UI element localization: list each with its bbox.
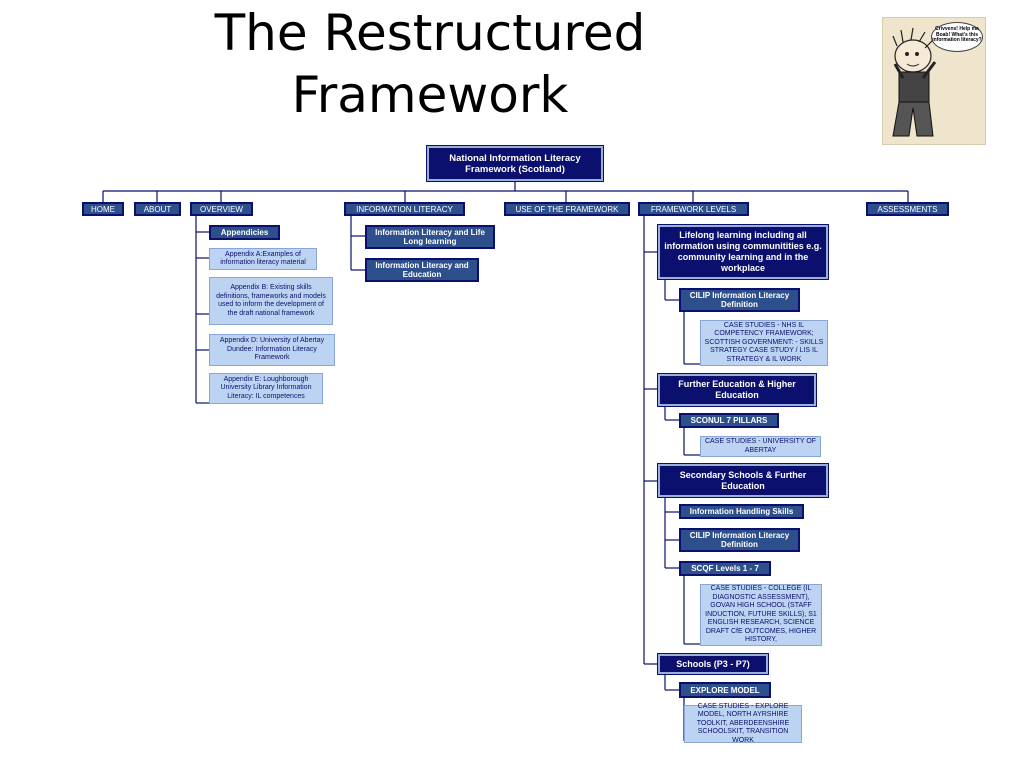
appendix-e-node[interactable]: Appendix E: Loughborough University Libr…	[209, 373, 323, 404]
slide-title: The Restructured Framework	[180, 2, 680, 126]
secondary-node[interactable]: Secondary Schools & Further Education	[657, 463, 829, 498]
title-line-1: The Restructured	[214, 4, 646, 62]
cartoon-figure-icon	[892, 27, 937, 137]
nav-framework-levels[interactable]: FRAMEWORK LEVELS	[638, 202, 749, 216]
nav-home[interactable]: HOME	[82, 202, 124, 216]
nav-use-of-framework[interactable]: USE OF THE FRAMEWORK	[504, 202, 630, 216]
il-education-node[interactable]: Information Literacy and Education	[365, 258, 479, 282]
speech-bubble: Crivvens! Help ma Boab! What's this info…	[931, 22, 983, 52]
appendicies-node[interactable]: Appendicies	[209, 225, 280, 240]
case-studies-node-4[interactable]: CASE STUDIES - EXPLORE MODEL, NORTH AYRS…	[684, 703, 802, 744]
nav-information-literacy[interactable]: INFORMATION LITERACY	[344, 202, 465, 216]
cartoon-image: Crivvens! Help ma Boab! What's this info…	[882, 17, 986, 145]
root-node[interactable]: National Information Literacy Framework …	[426, 145, 604, 182]
schools-node[interactable]: Schools (P3 - P7)	[657, 653, 769, 675]
nav-assessments[interactable]: ASSESSMENTS	[866, 202, 949, 216]
sconul-node[interactable]: SCONUL 7 PILLARS	[679, 413, 779, 428]
case-studies-node-1[interactable]: CASE STUDIES - NHS IL COMPETENCY FRAMEWO…	[700, 320, 828, 366]
cilip-definition-node-1[interactable]: CILIP Information Literacy Definition	[679, 288, 800, 312]
lifelong-node[interactable]: Lifelong learning including all informat…	[657, 224, 829, 280]
ihs-node[interactable]: Information Handling Skills	[679, 504, 804, 519]
appendix-a-node[interactable]: Appendix A:Examples of information liter…	[209, 248, 317, 270]
il-lifelong-node[interactable]: Information Literacy and Life Long learn…	[365, 225, 495, 249]
title-line-2: Framework	[291, 66, 569, 124]
nav-about[interactable]: ABOUT	[134, 202, 181, 216]
nav-overview[interactable]: OVERVIEW	[190, 202, 253, 216]
case-studies-node-3[interactable]: CASE STUDIES - COLLEGE (IL DIAGNOSTIC AS…	[700, 584, 822, 646]
cilip-definition-node-2[interactable]: CILIP Information Literacy Definition	[679, 528, 800, 552]
appendix-d-node[interactable]: Appendix D: University of Abertay Dundee…	[209, 334, 335, 366]
appendix-b-node[interactable]: Appendix B: Existing skills definitions,…	[209, 277, 333, 325]
explore-model-node[interactable]: EXPLORE MODEL	[679, 682, 771, 698]
scqf-node[interactable]: SCQF Levels 1 - 7	[679, 561, 771, 576]
fe-he-node[interactable]: Further Education & Higher Education	[657, 373, 817, 407]
case-studies-node-2[interactable]: CASE STUDIES - UNIVERSITY OF ABERTAY	[700, 436, 821, 457]
